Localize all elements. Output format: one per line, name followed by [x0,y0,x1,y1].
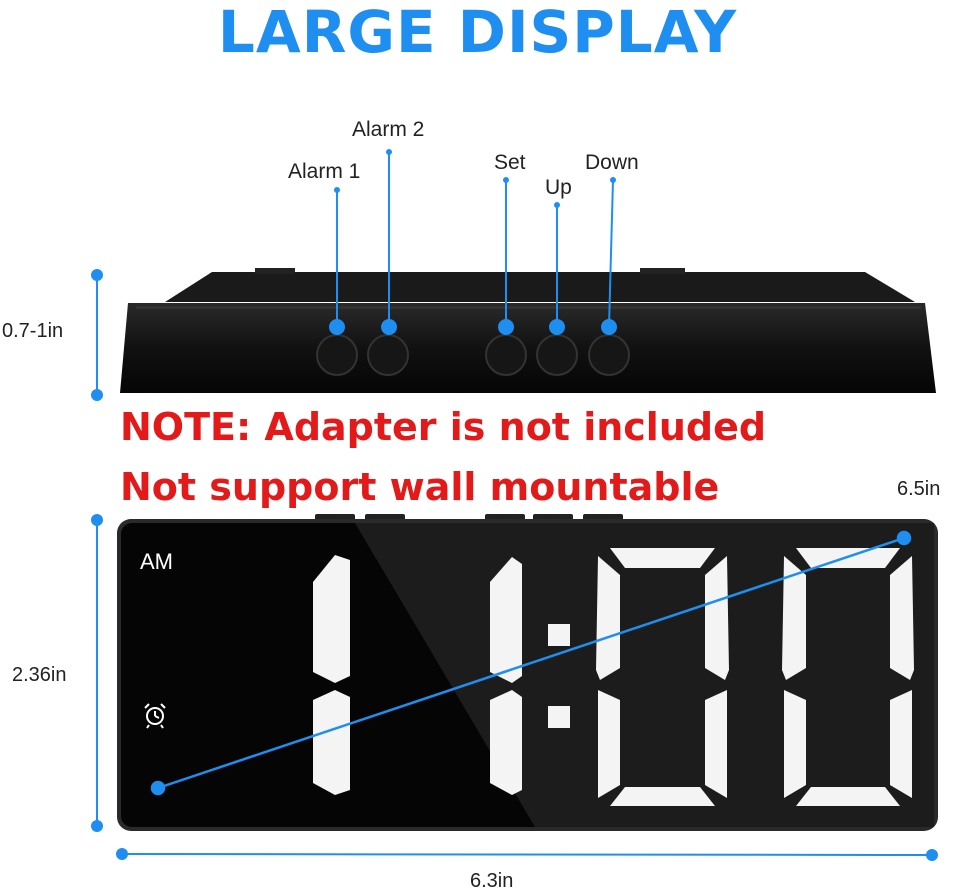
down-label: Down [585,151,639,174]
set-label: Set [494,151,526,174]
clock-side-highlight [136,306,921,309]
front-height-label: 2.36in [12,664,67,686]
diagonal-dimension [150,530,912,796]
alarm-clock-icon [144,703,166,729]
side-height-dimension [91,269,103,401]
colon [548,624,570,728]
alarm2-label: Alarm 2 [352,118,425,141]
up-button[interactable] [536,334,578,376]
alarm1-label: Alarm 1 [288,160,361,183]
clock-side-body [120,303,936,393]
diagonal-label: 6.5in [897,478,941,500]
clock-top-tab [640,268,685,274]
width-dimension [116,848,938,861]
up-label: Up [545,176,572,199]
page-title: LARGE DISPLAY [217,0,738,66]
clock-top-tab [255,268,295,274]
side-height-label: 0.7-1in [2,320,64,342]
am-indicator: AM [140,549,173,574]
button-leaders [329,149,617,335]
alarm1-button[interactable] [316,334,358,376]
digit-0-middle [596,548,729,806]
down-button[interactable] [588,334,630,376]
note-adapter: NOTE: Adapter is not included [120,405,767,449]
clock-front-view: AM [117,514,938,831]
digit-0-right [782,548,914,806]
digit-1 [313,555,350,795]
note-wall: Not support wall mountable [120,465,720,509]
clock-top-surface [165,272,915,302]
alarm2-button[interactable] [367,334,409,376]
width-label: 6.3in [470,870,514,892]
clock-top-view [120,268,936,393]
set-button[interactable] [485,334,527,376]
digit-0-left [490,557,522,795]
front-height-dimension [91,514,103,832]
